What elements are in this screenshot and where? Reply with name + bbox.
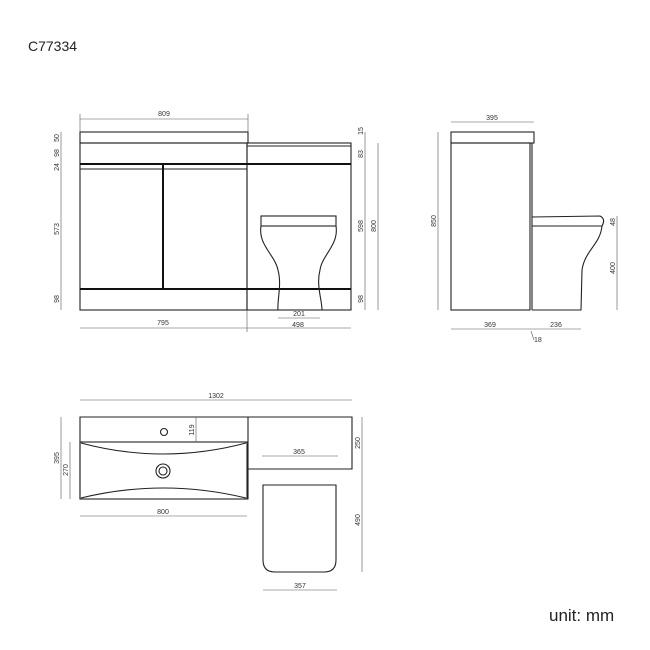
dim-795: 795 bbox=[157, 320, 169, 327]
dim-50: 50 bbox=[54, 134, 61, 142]
dim-800-plan: 800 bbox=[157, 509, 169, 516]
dim-119: 119 bbox=[189, 424, 196, 435]
dim-18: 18 bbox=[534, 337, 542, 344]
front-view: 809 795 498 201 50 98 24 573 98 15 83 59… bbox=[54, 111, 379, 332]
dim-395-side: 395 bbox=[486, 115, 498, 122]
product-code: C77334 bbox=[28, 38, 78, 54]
waste-outlet-icon bbox=[155, 463, 171, 479]
dim-250: 250 bbox=[355, 437, 362, 449]
dim-98-right: 98 bbox=[358, 295, 365, 303]
basin-top bbox=[79, 131, 249, 144]
dim-270: 270 bbox=[63, 464, 70, 476]
dim-809: 809 bbox=[158, 111, 170, 118]
plan-toilet-pan bbox=[262, 484, 337, 573]
dim-369: 369 bbox=[484, 322, 496, 329]
dim-15: 15 bbox=[358, 127, 365, 135]
dim-395-plan: 395 bbox=[54, 452, 61, 464]
toilet-seat bbox=[260, 215, 337, 227]
plan-basin bbox=[79, 441, 248, 500]
dim-98-bottom: 98 bbox=[54, 295, 61, 303]
side-view: 395 850 48 400 369 236 18 bbox=[431, 115, 618, 344]
dim-800: 800 bbox=[371, 220, 378, 232]
dim-498: 498 bbox=[292, 322, 304, 329]
dim-573: 573 bbox=[54, 223, 61, 235]
side-cabinet bbox=[450, 142, 531, 311]
unit-label: unit: mm bbox=[549, 606, 615, 625]
dim-598: 598 bbox=[358, 220, 365, 232]
side-toilet bbox=[531, 215, 605, 311]
dim-24: 24 bbox=[54, 163, 61, 171]
dim-365: 365 bbox=[293, 449, 305, 456]
dim-850: 850 bbox=[431, 215, 438, 227]
toilet-unit bbox=[246, 142, 352, 311]
dim-236: 236 bbox=[550, 322, 562, 329]
side-basin-top bbox=[450, 131, 535, 144]
dim-201: 201 bbox=[293, 311, 305, 318]
dim-1302: 1302 bbox=[208, 393, 224, 400]
plan-view: 1302 395 270 119 800 250 490 365 357 bbox=[54, 393, 363, 591]
dim-357: 357 bbox=[294, 583, 306, 590]
plan-countertop bbox=[79, 416, 353, 500]
toilet-pan bbox=[260, 225, 337, 311]
dim-400: 400 bbox=[610, 262, 617, 274]
tap-hole-icon bbox=[159, 427, 169, 437]
dim-83: 83 bbox=[358, 150, 365, 158]
dim-98-top: 98 bbox=[54, 149, 61, 157]
dim-48: 48 bbox=[610, 218, 617, 226]
dim-490: 490 bbox=[355, 514, 362, 526]
